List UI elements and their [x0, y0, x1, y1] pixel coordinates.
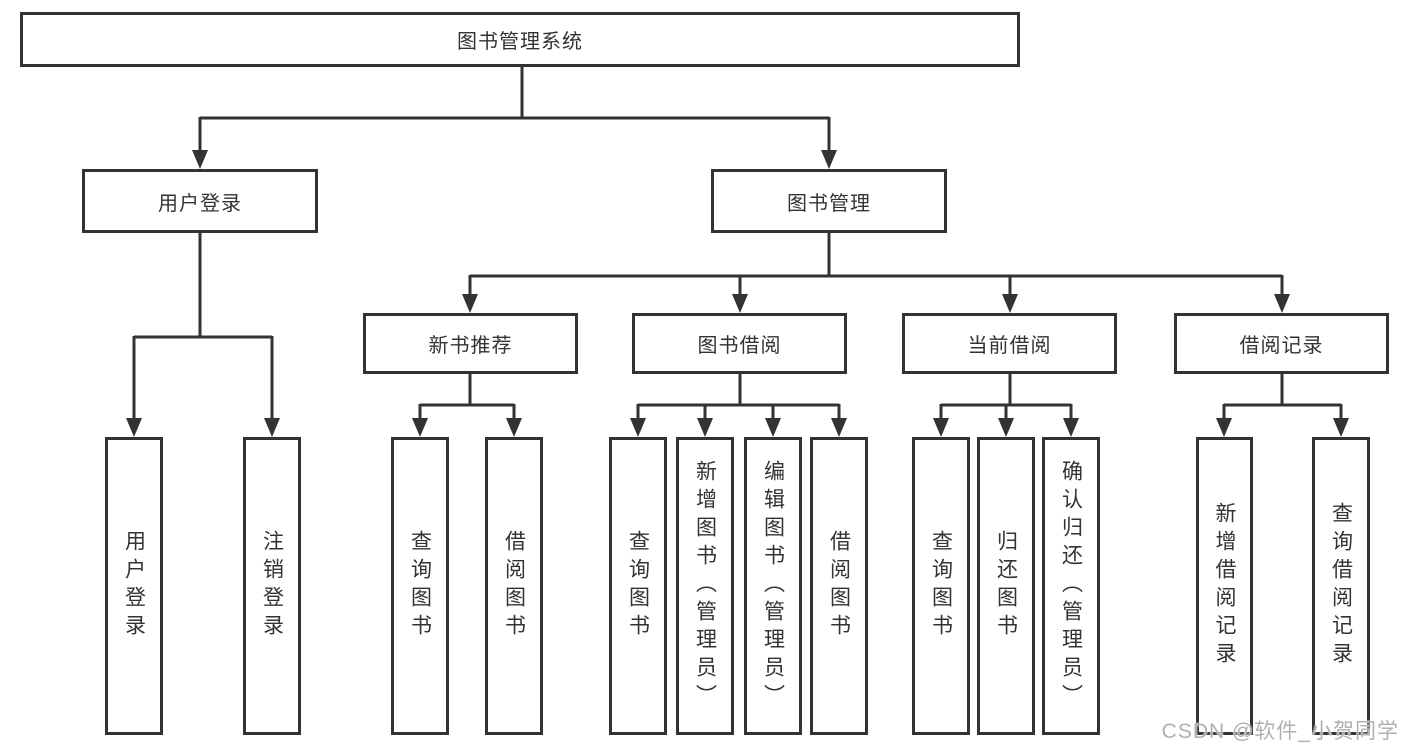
leaf-return-books: 归还图书	[977, 437, 1035, 735]
leaf-edit-books-admin: 编辑图书（管理员）	[744, 437, 802, 735]
node-user-login: 用户登录	[82, 169, 318, 233]
leaf-label: 查询借阅记录	[1329, 502, 1353, 670]
node-current-borrow: 当前借阅	[902, 313, 1117, 374]
node-book-management: 图书管理	[711, 169, 947, 233]
leaf-label: 新增借阅记录	[1213, 502, 1236, 670]
leaf-label: 新增图书（管理员）	[693, 460, 717, 712]
node-root-library-system: 图书管理系统	[20, 12, 1020, 67]
leaf-label: 编辑图书（管理员）	[761, 460, 785, 712]
node-label: 图书管理	[787, 192, 871, 215]
leaf-label: 查询图书	[626, 530, 650, 642]
node-new-book-recommend: 新书推荐	[363, 313, 578, 374]
node-label: 图书管理系统	[457, 31, 583, 53]
node-label: 借阅记录	[1239, 335, 1324, 357]
node-label: 新书推荐	[428, 335, 513, 357]
leaf-confirm-return-admin: 确认归还（管理员）	[1042, 437, 1100, 735]
leaf-query-books-borrow: 查询图书	[609, 437, 667, 735]
leaf-query-borrow-record: 查询借阅记录	[1312, 437, 1370, 735]
node-label: 当前借阅	[967, 335, 1052, 357]
leaf-label: 确认归还（管理员）	[1059, 460, 1083, 712]
leaf-label: 查询图书	[408, 530, 432, 642]
leaf-label: 查询图书	[929, 530, 953, 642]
leaf-label: 归还图书	[994, 530, 1018, 642]
leaf-borrow-books-recommend: 借阅图书	[485, 437, 543, 735]
arrowheads	[126, 150, 1349, 437]
node-borrow-records: 借阅记录	[1174, 313, 1389, 374]
leaf-user-login: 用户登录	[105, 437, 163, 735]
leaf-add-borrow-record: 新增借阅记录	[1196, 437, 1253, 735]
leaf-logout: 注销登录	[243, 437, 301, 735]
leaf-query-books-current: 查询图书	[912, 437, 970, 735]
leaf-label: 用户登录	[122, 530, 146, 642]
leaf-label: 借阅图书	[827, 530, 851, 642]
leaf-label: 注销登录	[260, 530, 284, 642]
node-label: 图书借阅	[697, 335, 782, 357]
leaf-query-books-recommend: 查询图书	[391, 437, 449, 735]
node-book-borrow: 图书借阅	[632, 313, 847, 374]
node-label: 用户登录	[158, 192, 242, 215]
leaf-borrow-books: 借阅图书	[810, 437, 868, 735]
leaf-label: 借阅图书	[502, 530, 526, 642]
leaf-add-books-admin: 新增图书（管理员）	[676, 437, 734, 735]
